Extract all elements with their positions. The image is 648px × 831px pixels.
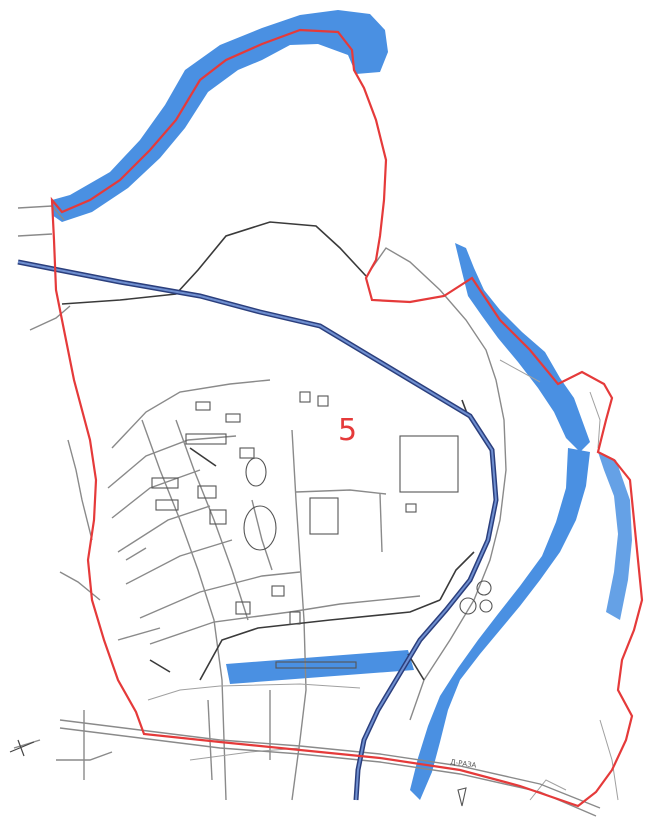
- l-shaped-building: [309, 497, 339, 535]
- zone-boundary: [50, 28, 644, 808]
- building-small: [209, 509, 227, 525]
- pond-caption-block: [275, 661, 357, 669]
- building-small: [239, 447, 255, 459]
- water-bodies: [52, 10, 632, 800]
- oval-structure: [245, 457, 267, 487]
- tank-2: [476, 580, 492, 596]
- building-small: [299, 391, 311, 403]
- building-row: [155, 499, 179, 511]
- street-network: [13, 205, 619, 817]
- zone-number-label: 5: [338, 413, 357, 448]
- building-small: [405, 503, 417, 513]
- building-small: [197, 485, 217, 499]
- stadium-oval: [243, 505, 277, 551]
- water-river-east-branch: [598, 452, 632, 620]
- large-square-building: [399, 435, 459, 493]
- tank-3: [479, 599, 493, 613]
- railway: [17, 259, 499, 801]
- building-small: [225, 413, 241, 423]
- tank-1: [459, 597, 477, 615]
- building-small: [195, 401, 211, 411]
- building-small: [235, 601, 251, 615]
- road-label: Д-РАЗА: [450, 758, 477, 770]
- water-river-north: [52, 10, 388, 222]
- water-river-east-upper: [455, 243, 590, 452]
- building-row: [185, 433, 227, 445]
- water-river-east-middle: [410, 448, 590, 800]
- building-small: [289, 611, 301, 625]
- monument-marker: [457, 787, 467, 807]
- buildings: [151, 391, 493, 807]
- building-row: [151, 477, 179, 489]
- building-small: [317, 395, 329, 407]
- building-small: [271, 585, 285, 597]
- north-arrow-icon: [9, 739, 35, 757]
- water-pond: [226, 650, 414, 684]
